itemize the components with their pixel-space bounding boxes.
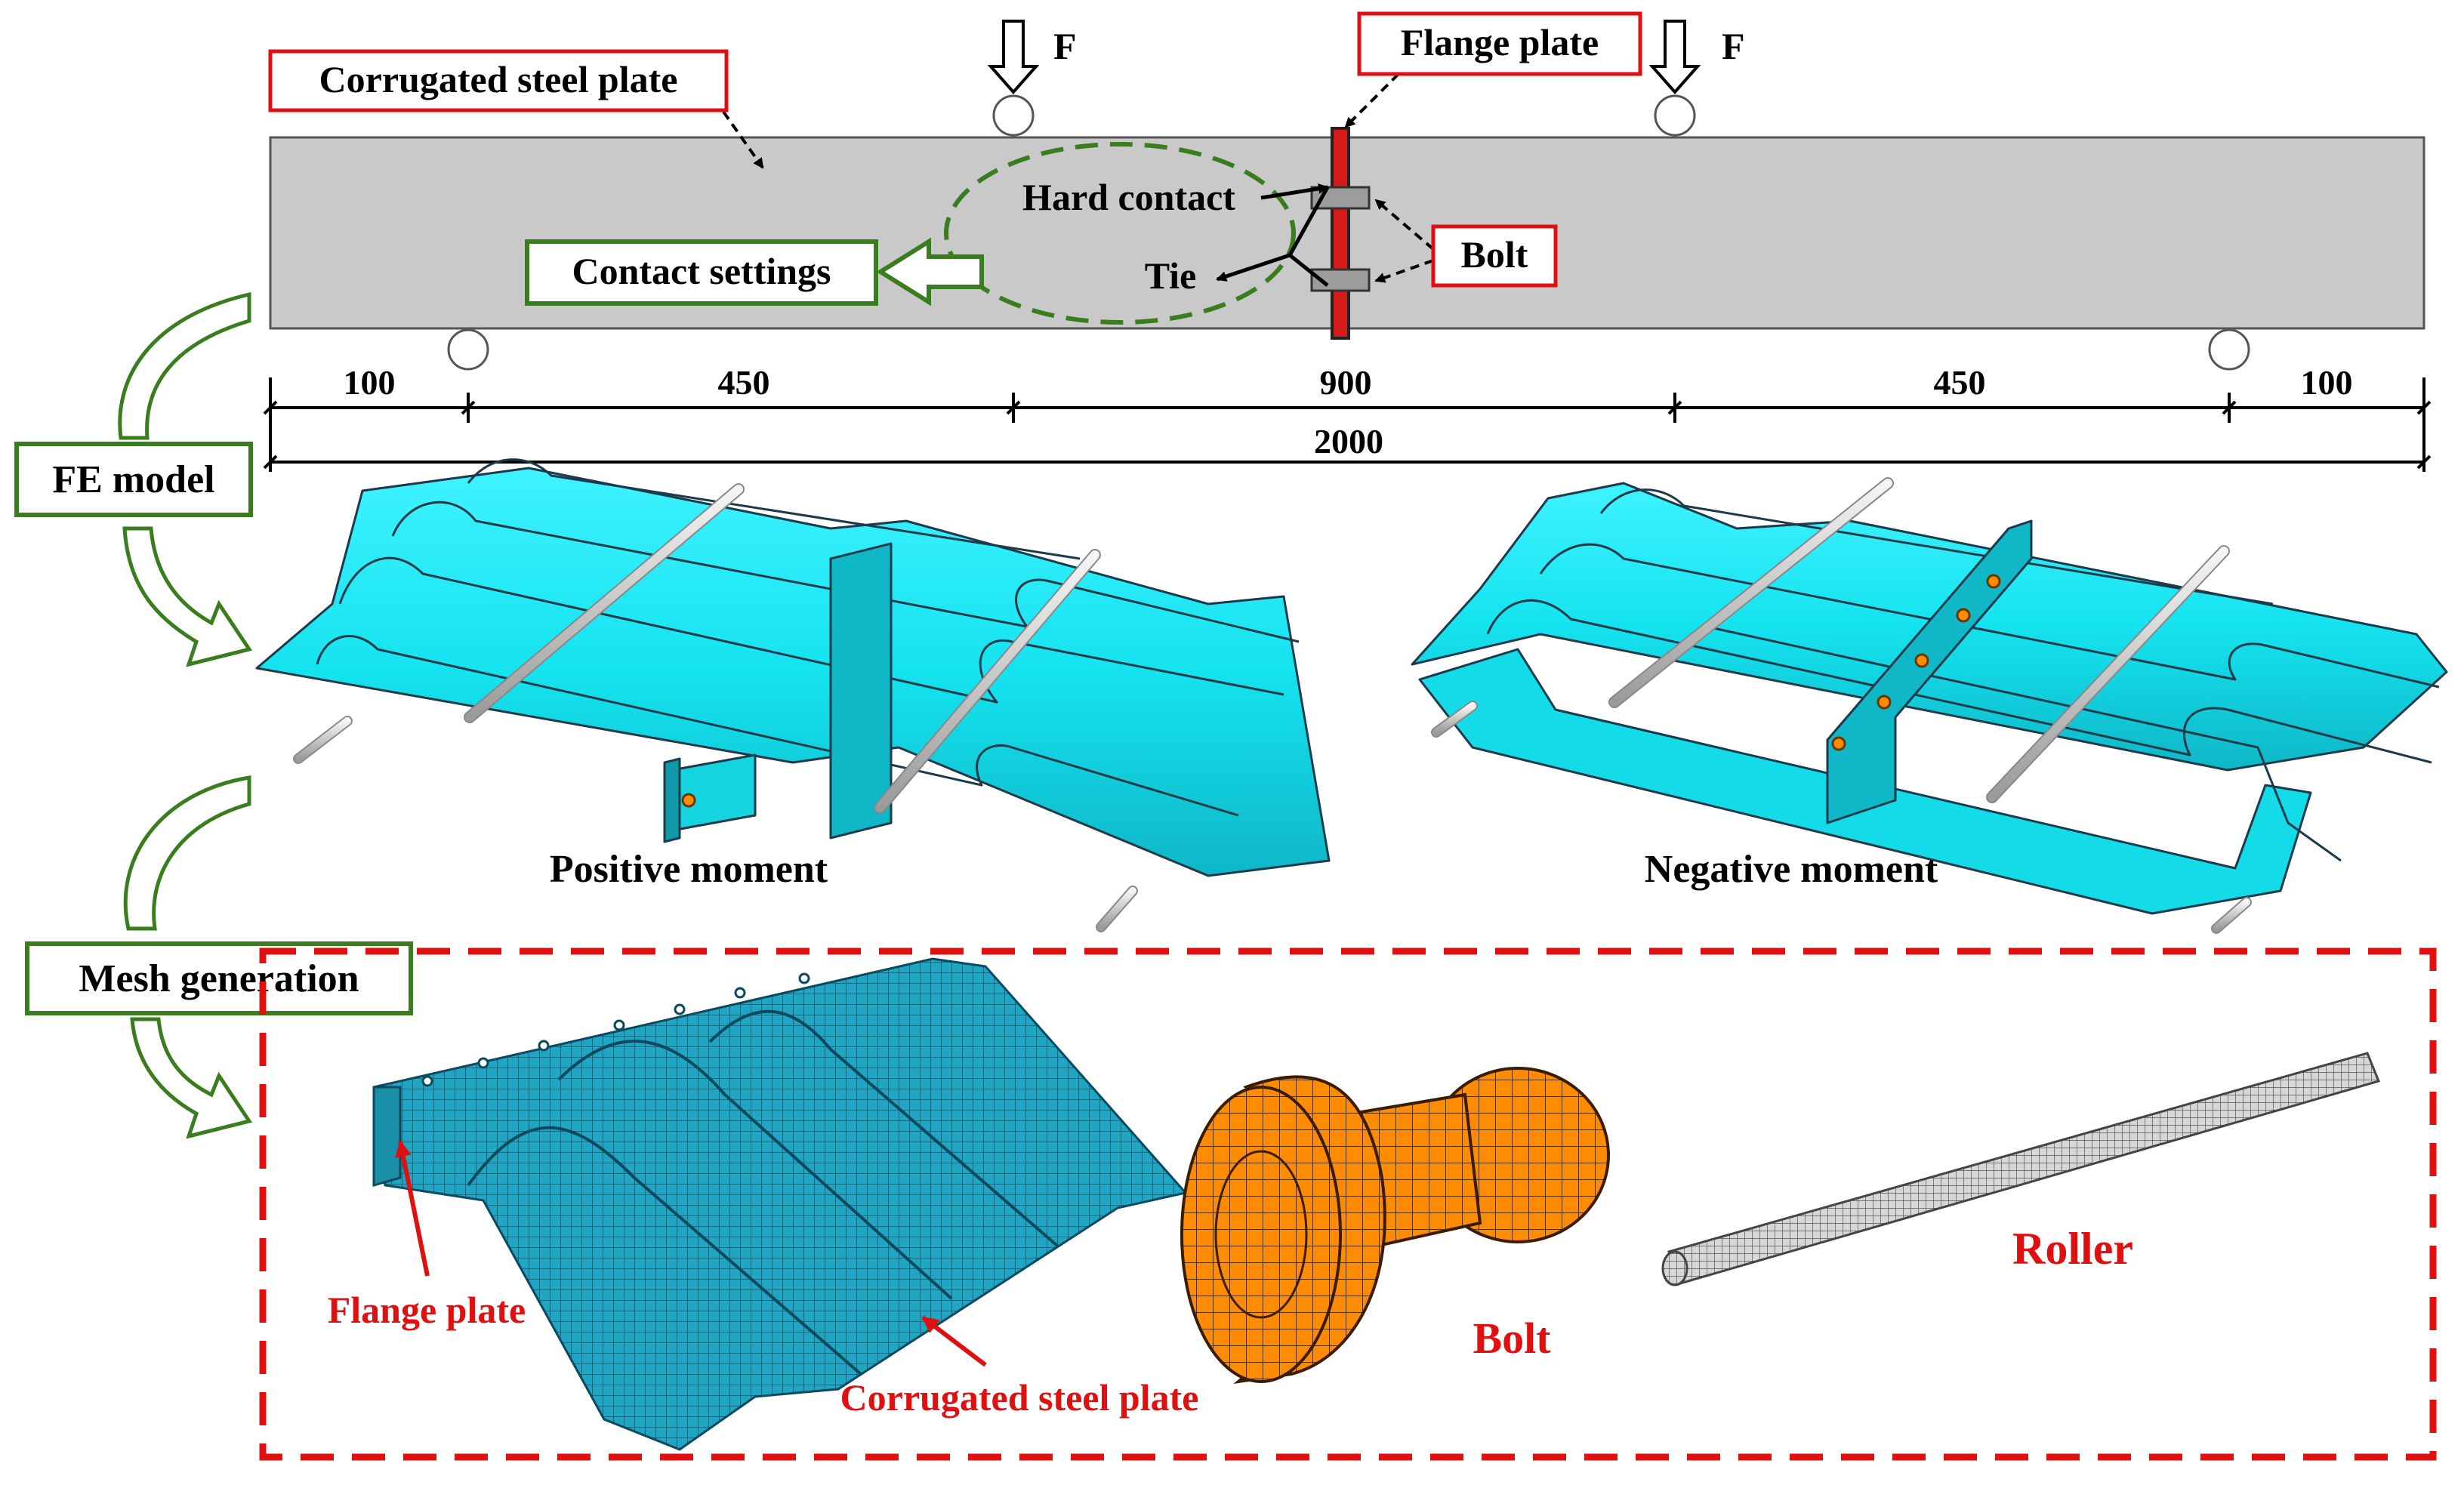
bolt-label: Bolt: [1461, 233, 1528, 276]
dim-total: 2000: [1314, 422, 1383, 461]
support-roller-left: [447, 328, 489, 371]
load-roller-left: [992, 94, 1035, 137]
dim-seg2: 450: [718, 363, 770, 402]
fe-model-label: FE model: [52, 458, 214, 501]
tie-leader: [1216, 253, 1291, 282]
corrugated-plate-leader: [722, 110, 764, 169]
positive-flange: [829, 542, 893, 840]
corrugated-steel-plate-label: Corrugated steel plate: [319, 58, 678, 100]
flange-plate-leader: [1344, 72, 1400, 128]
flange-plate-label: Flange plate: [1401, 21, 1599, 63]
contact-settings-label: Contact settings: [572, 250, 831, 292]
mesh-corrugated-plate: [372, 957, 1188, 1451]
bolt-leader-lower: [1374, 259, 1434, 283]
load-roller-right: [1654, 94, 1696, 137]
mesh-panel-frame: [259, 947, 2437, 1461]
load-arrow-left: [987, 20, 1040, 95]
positive-moment-model: [255, 458, 1331, 932]
process-flow: FE model Mesh generation: [14, 291, 413, 1139]
dim-seg4: 450: [1934, 363, 1986, 402]
beam-schematic: F F Corrugated steel plate Flange plate …: [268, 11, 2425, 371]
flange-plate-section: [1331, 127, 1350, 340]
curved-arrow-4: [130, 1017, 253, 1139]
load-arrow-right: [1648, 20, 1701, 95]
mesh-flange-plate-label: Flange plate: [328, 1289, 526, 1331]
dimension-lines: [263, 377, 2432, 472]
negative-flange: [1826, 519, 2033, 824]
dim-seg5: 100: [2301, 363, 2353, 402]
mesh-generation-box: [25, 941, 413, 1015]
mesh-generation-label: Mesh generation: [79, 957, 359, 1000]
contact-settings-arrow: [876, 237, 984, 307]
curved-arrow-3: [123, 775, 251, 931]
support-roller-right: [2208, 328, 2250, 371]
mesh-corrugated-arrow: [921, 1315, 987, 1367]
flange-plate-box: [1357, 11, 1642, 76]
hard-contact-leader: [1260, 183, 1329, 200]
mesh-roller-label: Roller: [2012, 1224, 2133, 1274]
mesh-bolt: [1180, 1067, 1610, 1384]
load-label-right: F: [1722, 25, 1745, 67]
contact-settings-box: [525, 239, 878, 306]
dim-seg3: 900: [1320, 363, 1372, 402]
curved-arrow-1: [118, 291, 251, 440]
load-label-left: F: [1053, 25, 1077, 67]
fe-model-box: [14, 442, 253, 517]
dim-seg1: 100: [344, 363, 396, 402]
curved-arrow-2: [122, 526, 253, 667]
positive-moment-label: Positive moment: [550, 848, 828, 891]
negative-moment-model: [1411, 477, 2448, 934]
mesh-corrugated-plate-label: Corrugated steel plate: [840, 1376, 1199, 1419]
contact-region-ellipse: [944, 142, 1296, 325]
hard-contact-label: Hard contact: [1022, 176, 1235, 218]
mesh-bolt-label: Bolt: [1473, 1314, 1551, 1363]
corrugated-steel-plate-box: [268, 49, 729, 112]
negative-moment-label: Negative moment: [1645, 848, 1938, 891]
bolt-leader-upper: [1374, 199, 1435, 251]
mesh-roller: [1661, 1052, 2381, 1286]
bolt-box: [1431, 224, 1558, 288]
mesh-flange-arrow: [395, 1140, 430, 1277]
tie-label: Tie: [1145, 254, 1197, 297]
